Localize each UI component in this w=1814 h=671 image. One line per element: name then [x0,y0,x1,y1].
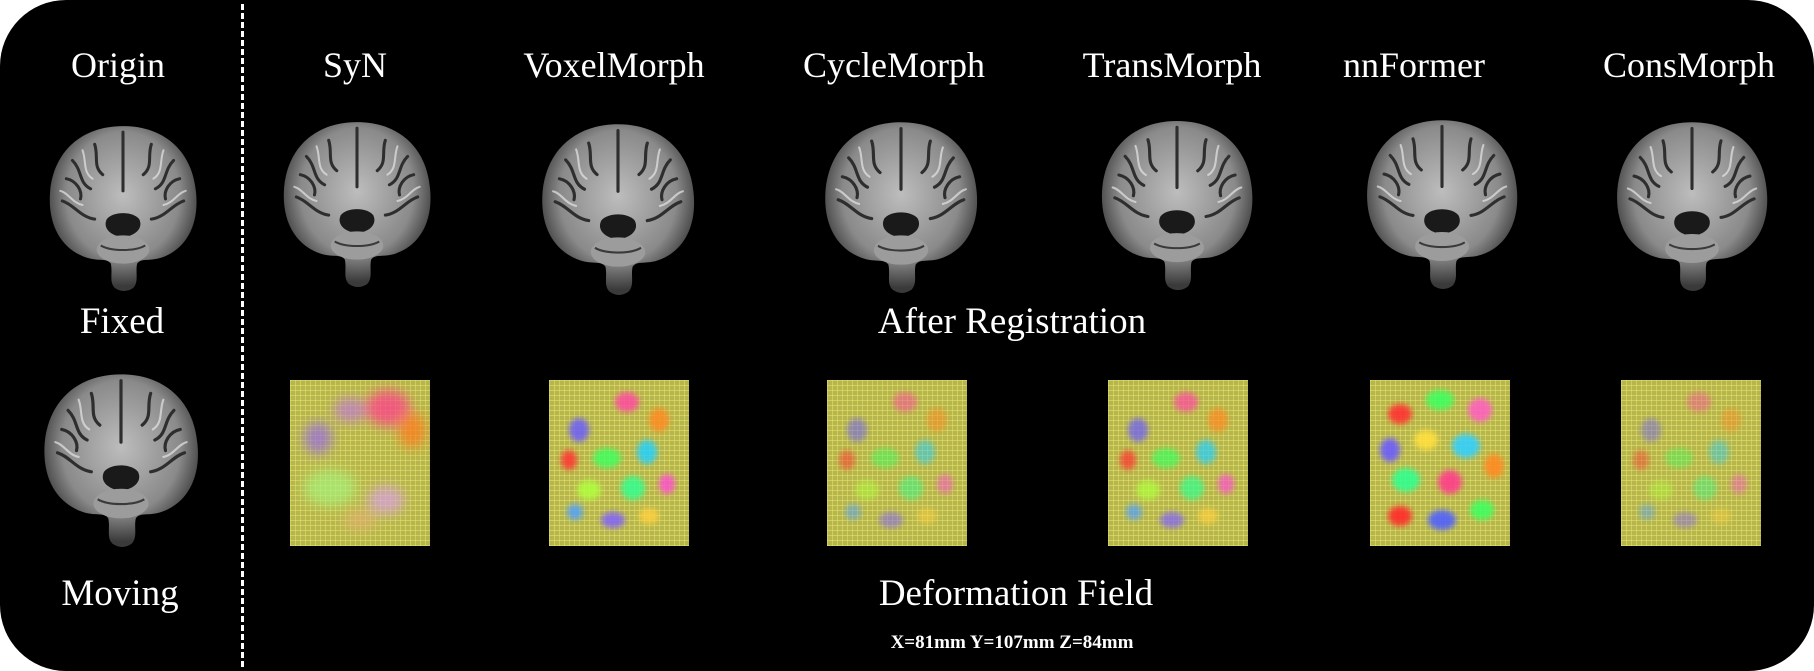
method-label-voxelmorph: VoxelMorph [523,45,705,85]
brain-cyclemorph-image [823,120,979,294]
method-label-cyclemorph: CycleMorph [803,45,985,85]
method-label-nnformer: nnFormer [1343,45,1485,85]
method-label-consmorph: ConsMorph [1602,45,1776,85]
method-label-transmorph: TransMorph [1082,45,1262,85]
deformation-field-transmorph-image [1108,380,1248,546]
brain-fixed-image [48,124,199,292]
deformation-field-label: Deformation Field [878,573,1154,614]
brain-voxelmorph-image [540,122,696,296]
deformation-field-syn-image [290,380,430,546]
deformation-field-consmorph-image [1621,380,1761,546]
column-divider [241,4,244,667]
moving-label: Moving [61,573,179,614]
after-registration-label: After Registration [877,301,1147,342]
brain-nnformer-image [1365,118,1519,290]
brain-transmorph-image [1100,119,1254,292]
coordinates-caption: X=81mm Y=107mm Z=84mm [890,632,1134,653]
brain-syn-image [282,120,433,288]
origin-label: Origin [71,45,165,85]
deformation-field-nnformer-image [1370,380,1510,546]
deformation-field-cyclemorph-image [827,380,967,546]
method-label-syn: SyN [322,45,388,85]
brain-moving-image [42,372,200,548]
deformation-field-voxelmorph-image [549,380,689,546]
brain-consmorph-image [1615,120,1769,292]
fixed-label: Fixed [79,301,165,342]
